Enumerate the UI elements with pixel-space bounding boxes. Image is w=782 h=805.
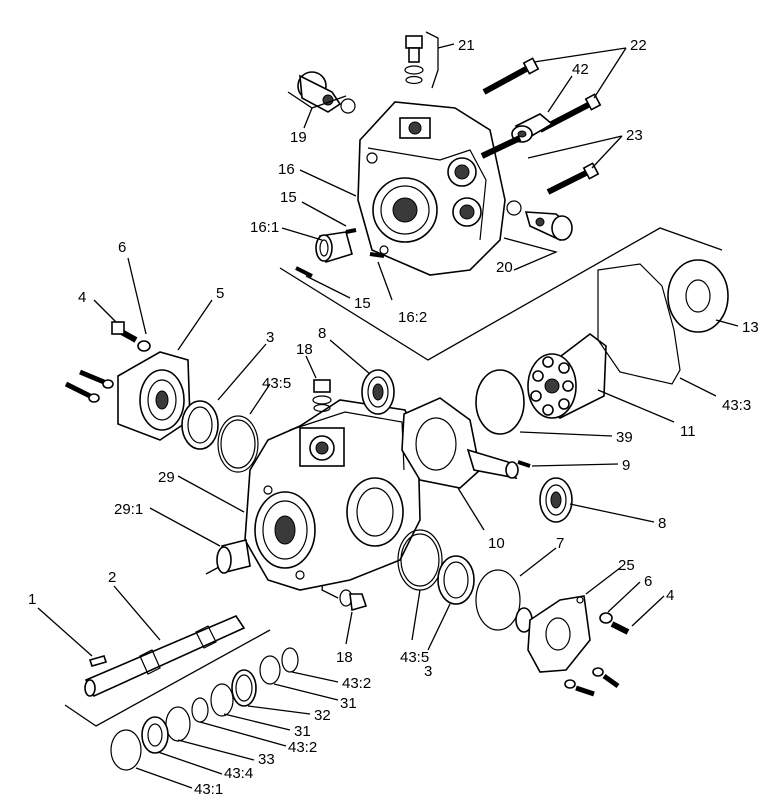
callout-18-upper: 18 bbox=[296, 341, 313, 358]
callout-31-lower: 31 bbox=[294, 723, 311, 740]
callout-4-right: 4 bbox=[666, 587, 674, 604]
pin-9 bbox=[517, 460, 531, 468]
callout-43-4: 43:4 bbox=[224, 765, 253, 782]
ring-7-seal bbox=[475, 569, 533, 633]
callout-9: 9 bbox=[622, 457, 630, 474]
callout-10: 10 bbox=[488, 535, 505, 552]
callout-20: 20 bbox=[496, 259, 513, 276]
callout-39: 39 bbox=[616, 429, 633, 446]
bearing-8-top bbox=[361, 369, 395, 415]
callout-4-left: 4 bbox=[78, 289, 86, 306]
small-rings bbox=[110, 647, 299, 771]
cylinder-block-11 bbox=[527, 332, 607, 419]
callout-29-1: 29:1 bbox=[114, 501, 143, 518]
callout-31-upper: 31 bbox=[340, 695, 357, 712]
callout-7: 7 bbox=[556, 535, 564, 552]
valve-block-16 bbox=[357, 101, 506, 276]
bolts-23 bbox=[480, 135, 600, 195]
ring-3-left bbox=[181, 400, 219, 450]
callout-6-left: 6 bbox=[118, 239, 126, 256]
oring-43-5-right bbox=[397, 529, 443, 591]
callout-21: 21 bbox=[458, 37, 475, 54]
valve-plate-39 bbox=[475, 369, 525, 435]
callout-15-lower: 15 bbox=[354, 295, 371, 312]
callout-33: 33 bbox=[258, 751, 275, 768]
shaft-2 bbox=[84, 615, 246, 698]
callout-13: 13 bbox=[742, 319, 759, 336]
bolts-4-washers-6-right bbox=[564, 612, 630, 697]
boundary-shaft-group bbox=[64, 629, 271, 727]
bolts-4-washers-6-left bbox=[64, 321, 151, 403]
boundary-21 bbox=[425, 31, 439, 89]
callout-2: 2 bbox=[108, 569, 116, 586]
callout-43-5-lower: 43:5 bbox=[400, 649, 429, 666]
callout-1: 1 bbox=[28, 591, 36, 608]
callout-23: 23 bbox=[626, 127, 643, 144]
callout-5: 5 bbox=[216, 285, 224, 302]
callout-8-right: 8 bbox=[658, 515, 666, 532]
callout-18-lower: 18 bbox=[336, 649, 353, 666]
callout-8-upper: 8 bbox=[318, 325, 326, 342]
plug-18-bottom bbox=[339, 589, 368, 612]
relief-valve-19 bbox=[297, 71, 356, 114]
plug-18-top bbox=[312, 379, 332, 413]
ring-3-right bbox=[437, 555, 475, 605]
callout-16-1: 16:1 bbox=[250, 219, 279, 236]
callout-32: 32 bbox=[314, 707, 331, 724]
callout-16-2: 16:2 bbox=[398, 309, 427, 326]
callout-19: 19 bbox=[290, 129, 307, 146]
callout-43-3: 43:3 bbox=[722, 397, 751, 414]
valve-20 bbox=[506, 200, 573, 242]
callout-3-upper: 3 bbox=[266, 329, 274, 346]
callout-29: 29 bbox=[158, 469, 175, 486]
callout-25: 25 bbox=[618, 557, 635, 574]
leader-lines bbox=[37, 43, 739, 789]
callout-15-upper: 15 bbox=[280, 189, 297, 206]
bearing-8-right bbox=[539, 477, 573, 523]
gasket-43-3 bbox=[597, 263, 681, 385]
callout-3-lower: 3 bbox=[424, 663, 432, 680]
boundary-upper-group bbox=[279, 227, 723, 361]
cover-5 bbox=[117, 351, 191, 441]
bushing-29-1 bbox=[216, 539, 251, 574]
callout-22: 22 bbox=[630, 37, 647, 54]
swash-plate-10 bbox=[401, 397, 519, 489]
callout-labels: 21 22 42 19 23 16 15 16:1 20 15 16:2 6 5… bbox=[28, 37, 759, 798]
callout-43-2-lower: 43:2 bbox=[288, 739, 317, 756]
fitting-21 bbox=[404, 35, 424, 85]
plate-13 bbox=[667, 259, 729, 333]
callout-11: 11 bbox=[680, 423, 696, 440]
oring-43-5-left bbox=[217, 415, 259, 473]
pins-15 bbox=[295, 228, 385, 278]
cover-25 bbox=[527, 595, 591, 673]
callout-43-1: 43:1 bbox=[194, 781, 223, 798]
callout-43-5-upper: 43:5 bbox=[262, 375, 291, 392]
callout-6-right: 6 bbox=[644, 573, 652, 590]
callout-42: 42 bbox=[572, 61, 589, 78]
bushing-16-1 bbox=[315, 231, 353, 264]
callout-16: 16 bbox=[278, 161, 295, 178]
key-1 bbox=[88, 655, 108, 667]
housing-29 bbox=[244, 399, 421, 591]
callout-43-2-upper: 43:2 bbox=[342, 675, 371, 692]
